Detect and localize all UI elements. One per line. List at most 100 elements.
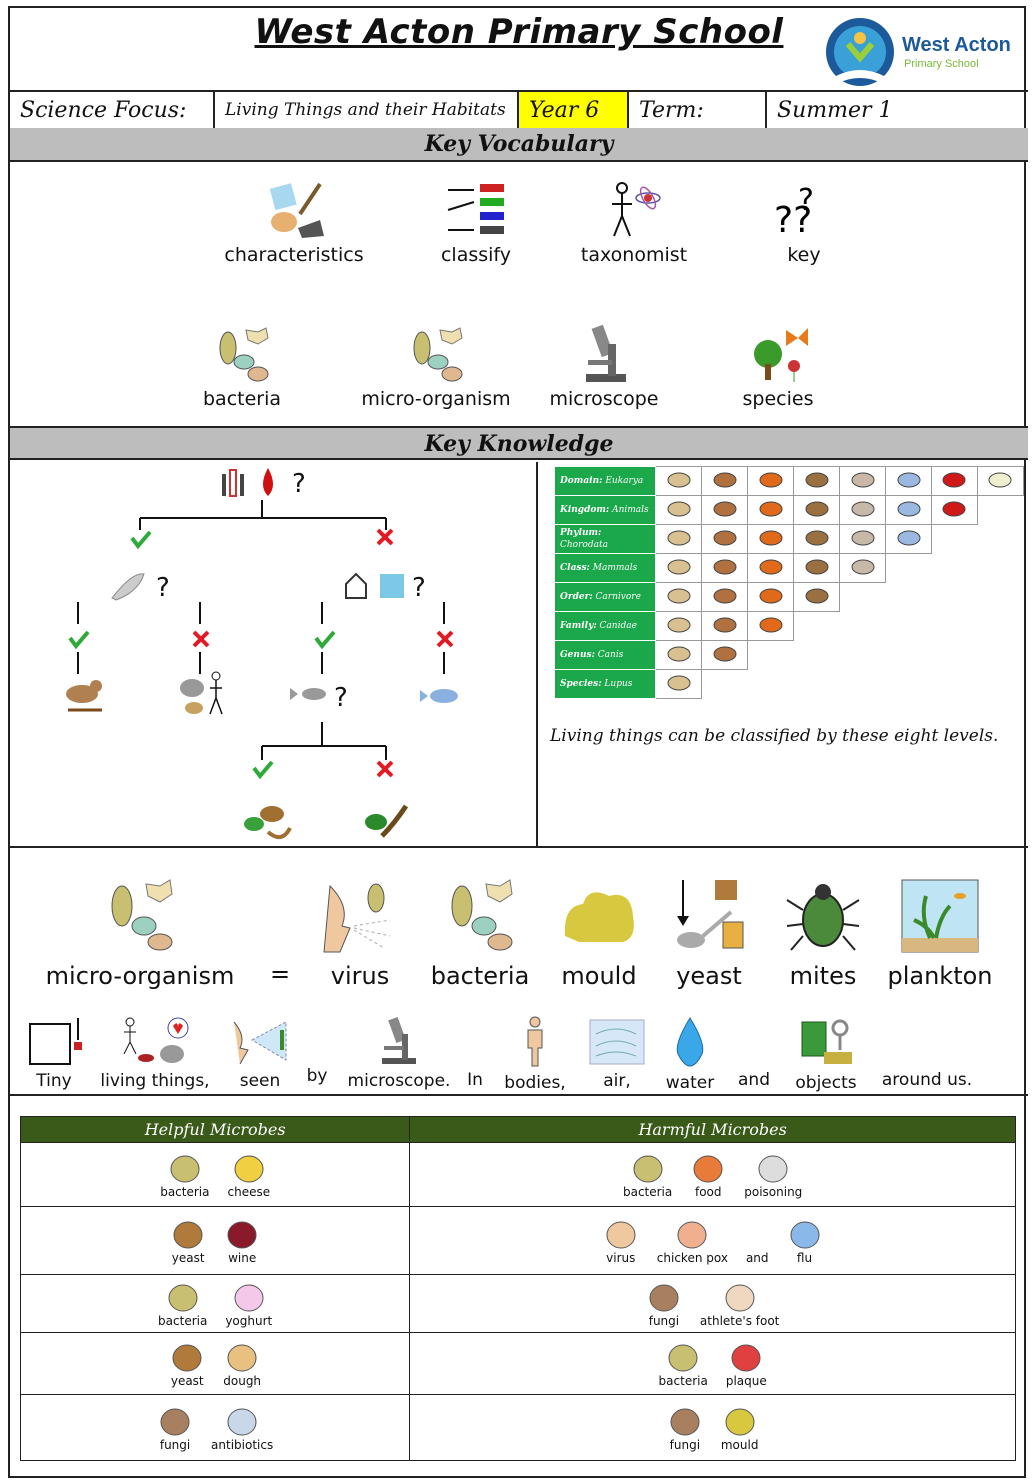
level-value: Canidae [599, 621, 637, 631]
level-row: Class: Mammals [553, 553, 1024, 583]
wolf-cell [701, 640, 749, 670]
key-knowledge-heading: Key Knowledge [10, 426, 1028, 460]
ladybird-icon [942, 501, 966, 517]
fish-cell [885, 495, 932, 525]
level-label-cell: Domain: Eukarya [553, 466, 657, 496]
level-name: Order: [560, 592, 593, 602]
empty-cell [932, 583, 978, 612]
sentence-around-us: around us. [881, 1070, 973, 1090]
empty-cell [886, 612, 932, 641]
empty-cell [702, 670, 748, 699]
sentence-living-things: living things, [94, 1016, 216, 1091]
athlete-s-foot-icon [725, 1284, 755, 1311]
key-vocabulary-heading: Key Vocabulary [10, 128, 1028, 162]
antibiotics-icon [227, 1408, 257, 1435]
level-row: Domain: Eukarya [553, 466, 1025, 496]
microbe-label: fungi [159, 1437, 191, 1452]
microbe-item: yoghurt [225, 1280, 272, 1328]
dog-cell [655, 553, 703, 583]
sentence-by: by [306, 1066, 328, 1086]
microbe-label: yoghurt [225, 1313, 273, 1328]
empty-cell [840, 583, 886, 612]
wolf-icon [713, 530, 737, 546]
vocab-label: characteristics [224, 244, 364, 266]
fox-icon [759, 588, 783, 604]
dichotomous-key: ? ? ? [10, 462, 538, 848]
cat-icon [805, 588, 829, 604]
vocab-label: micro-organism [361, 388, 511, 410]
vocab-label: classify [440, 244, 512, 266]
wolf-cell [701, 553, 749, 583]
fungi-icon [649, 1284, 679, 1311]
microbe-label: yeast [170, 1373, 204, 1388]
dog-cell [655, 611, 703, 641]
plankton-icon [901, 879, 979, 953]
microbe-item: mould [721, 1404, 758, 1452]
rabbit-icon [851, 501, 875, 517]
fish-cell [885, 466, 932, 496]
empty-cell [886, 583, 932, 612]
dog-cell [655, 495, 703, 525]
level-name: Domain: [560, 476, 603, 486]
yeast-word: yeast [654, 876, 764, 990]
wolf-icon [713, 501, 737, 517]
micro-organism-icon [111, 879, 173, 951]
objects-icon [801, 1019, 852, 1064]
svg-text:?: ? [292, 469, 306, 499]
mould-icon [564, 892, 634, 942]
sentence-microscope: microscope. [344, 1016, 454, 1091]
vocab-label: taxonomist [580, 244, 688, 266]
level-value: Mammals [592, 563, 638, 573]
yeast-icon [173, 1221, 203, 1248]
cat-cell [793, 524, 841, 554]
classify-icon [447, 184, 504, 234]
vocab-key: ??? key [714, 180, 894, 266]
micro-label: virus [330, 962, 390, 990]
helpful-microbes-header: Helpful Microbes [19, 1116, 411, 1143]
flu-icon [790, 1221, 820, 1248]
wolf-cell [701, 495, 749, 525]
microbe-label: fungi [648, 1313, 680, 1328]
microbe-item: fungi [646, 1280, 682, 1328]
cheese-icon [234, 1155, 264, 1182]
dog-icon [667, 472, 691, 488]
page-title: West Acton Primary School [254, 12, 784, 52]
vocab-species: species [688, 324, 868, 410]
air-icon [589, 1019, 645, 1065]
microbe-item: food [690, 1151, 726, 1199]
empty-cell [932, 641, 978, 670]
bacteria-icon [633, 1155, 663, 1182]
divider [10, 1094, 1028, 1096]
fox-icon [759, 501, 783, 517]
wolf-icon [713, 472, 737, 488]
tick-icon [314, 630, 336, 650]
wolf-cell [701, 611, 749, 641]
empty-cell [932, 554, 978, 583]
amphibians-icon [365, 804, 409, 838]
sentence-word: water [665, 1073, 715, 1093]
tick-icon [68, 630, 90, 650]
fish-icon [897, 472, 921, 488]
fox-cell [747, 553, 795, 583]
microbe-item: yeast [170, 1217, 206, 1265]
cat-icon [805, 472, 829, 488]
school-logo: West Acton Primary School [822, 14, 1032, 94]
fish-icon [897, 530, 921, 546]
fungi-icon [160, 1408, 190, 1435]
level-label-cell: Family: Canidae [553, 611, 657, 641]
dog-icon [667, 501, 691, 517]
empty-cell [932, 525, 978, 554]
rabbit-cell [839, 466, 887, 496]
microbe-label: yeast [171, 1250, 205, 1265]
wolf-icon [713, 646, 737, 662]
empty-cell [932, 612, 978, 641]
mites-word: mites [768, 876, 878, 990]
